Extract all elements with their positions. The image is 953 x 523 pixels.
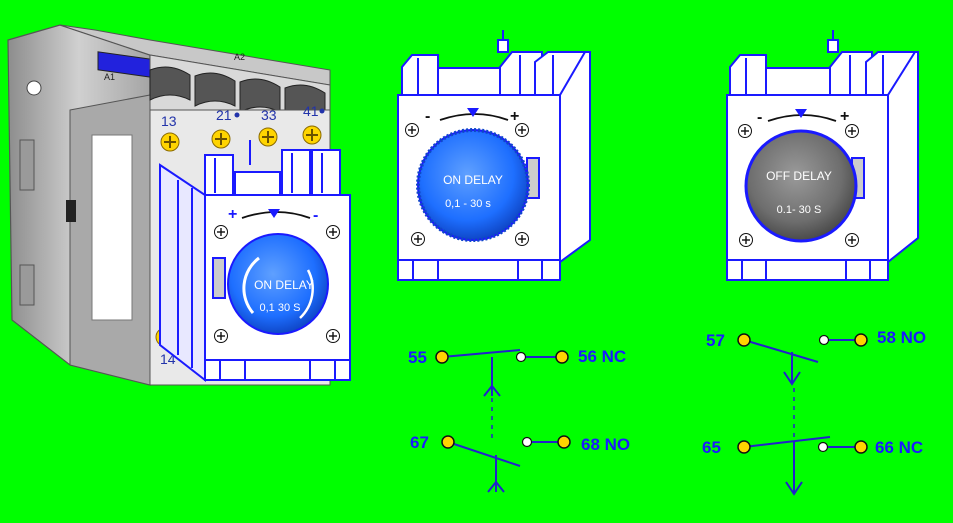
contactor-slot — [66, 200, 76, 222]
on-delay-sign-plus: + — [510, 108, 519, 125]
terminal-58-contact — [818, 334, 830, 346]
label-68-no: 68 NO — [581, 435, 630, 454]
terminal-clamps — [149, 66, 326, 119]
on-delay-block — [397, 30, 591, 281]
label-66-nc: 66 NC — [875, 438, 923, 457]
screw-icon — [410, 231, 426, 247]
label-67: 67 — [410, 433, 429, 452]
screw-icon — [302, 125, 322, 145]
screw-icon — [404, 122, 420, 138]
off-delay-dial-line2: 0.1- 30 S — [777, 204, 822, 216]
terminal-56 — [555, 350, 569, 364]
terminal-21-label: 21 — [216, 107, 232, 123]
screw-icon — [258, 127, 278, 147]
on-delay-block-details: - + ON DELAY 0,1 - 30 s — [404, 108, 530, 247]
terminal-66 — [854, 440, 868, 454]
screw-icon — [325, 224, 341, 240]
off-delay-block — [726, 30, 919, 281]
screw-icon — [514, 122, 530, 138]
mounted-block-top-tab — [204, 154, 234, 196]
label-58-no: 58 NO — [877, 328, 926, 347]
nc-dot-21 — [234, 112, 240, 118]
on-delay-dial-line2: 0,1 - 30 s — [445, 198, 491, 210]
terminal-57 — [737, 333, 751, 347]
mounting-hole — [26, 80, 42, 96]
screw-icon — [325, 328, 341, 344]
label-55: 55 — [408, 348, 427, 367]
mounted-timer-block — [159, 140, 351, 383]
coil-label-a2: A2 — [234, 52, 245, 62]
on-delay-sign-minus: - — [425, 108, 430, 125]
dial-pointer-icon — [795, 109, 807, 118]
terminal-13-label: 13 — [161, 113, 177, 129]
label-57: 57 — [706, 331, 725, 350]
mounted-sign-minus: - — [313, 207, 318, 224]
off-delay-sign-minus: - — [757, 109, 762, 126]
screw-icon — [844, 232, 860, 248]
screw-icon — [160, 132, 180, 152]
screw-icon — [514, 231, 530, 247]
terminal-67 — [441, 435, 455, 449]
terminal-68 — [557, 435, 571, 449]
terminal-58 — [854, 333, 868, 347]
screw-icon — [738, 232, 754, 248]
screw-icon — [211, 129, 231, 149]
label-56-nc: 56 NC — [578, 347, 626, 366]
mounted-dial-line2: 0,1 30 S — [260, 302, 301, 314]
off-delay-dial-line1: OFF DELAY — [766, 169, 832, 183]
screw-icon — [213, 328, 229, 344]
mounted-dial-line1: ON DELAY — [254, 278, 314, 292]
on-delay-contact-diagram: 55 56 NC 67 68 NO — [408, 347, 630, 493]
nc-dot-41 — [319, 108, 325, 114]
label-65: 65 — [702, 438, 721, 457]
mounted-block-knob-slot — [212, 257, 226, 299]
off-delay-sign-plus: + — [840, 108, 849, 125]
terminal-33-label: 33 — [261, 107, 277, 123]
on-delay-dial-line1: ON DELAY — [443, 173, 503, 187]
mounted-sign-plus: + — [228, 206, 237, 223]
terminal-65 — [737, 440, 751, 454]
contactor-label-window — [91, 134, 133, 321]
terminal-66-contact — [817, 441, 829, 453]
terminal-56-contact — [515, 351, 527, 363]
mounted-block-details: + - ON DELAY 0,1 30 S — [213, 206, 341, 344]
screw-icon — [213, 224, 229, 240]
din-rail-clip-bottom — [19, 264, 35, 306]
screw-icon — [844, 123, 860, 139]
dial-pointer-icon — [268, 209, 280, 218]
screw-icon — [737, 123, 753, 139]
off-delay-block-details: - + OFF DELAY 0.1- 30 S — [737, 108, 860, 248]
mounted-dial[interactable] — [227, 233, 329, 335]
dial-pointer-icon — [467, 108, 479, 117]
mounted-block-side — [159, 163, 206, 383]
terminal-68-contact — [521, 436, 533, 448]
terminal-55 — [435, 350, 449, 364]
coil-label-a1: A1 — [104, 72, 115, 82]
off-delay-contact-diagram: 57 58 NO 65 66 NC — [702, 328, 926, 496]
terminal-41-label: 41 — [303, 103, 319, 119]
din-rail-clip-top — [19, 139, 35, 191]
